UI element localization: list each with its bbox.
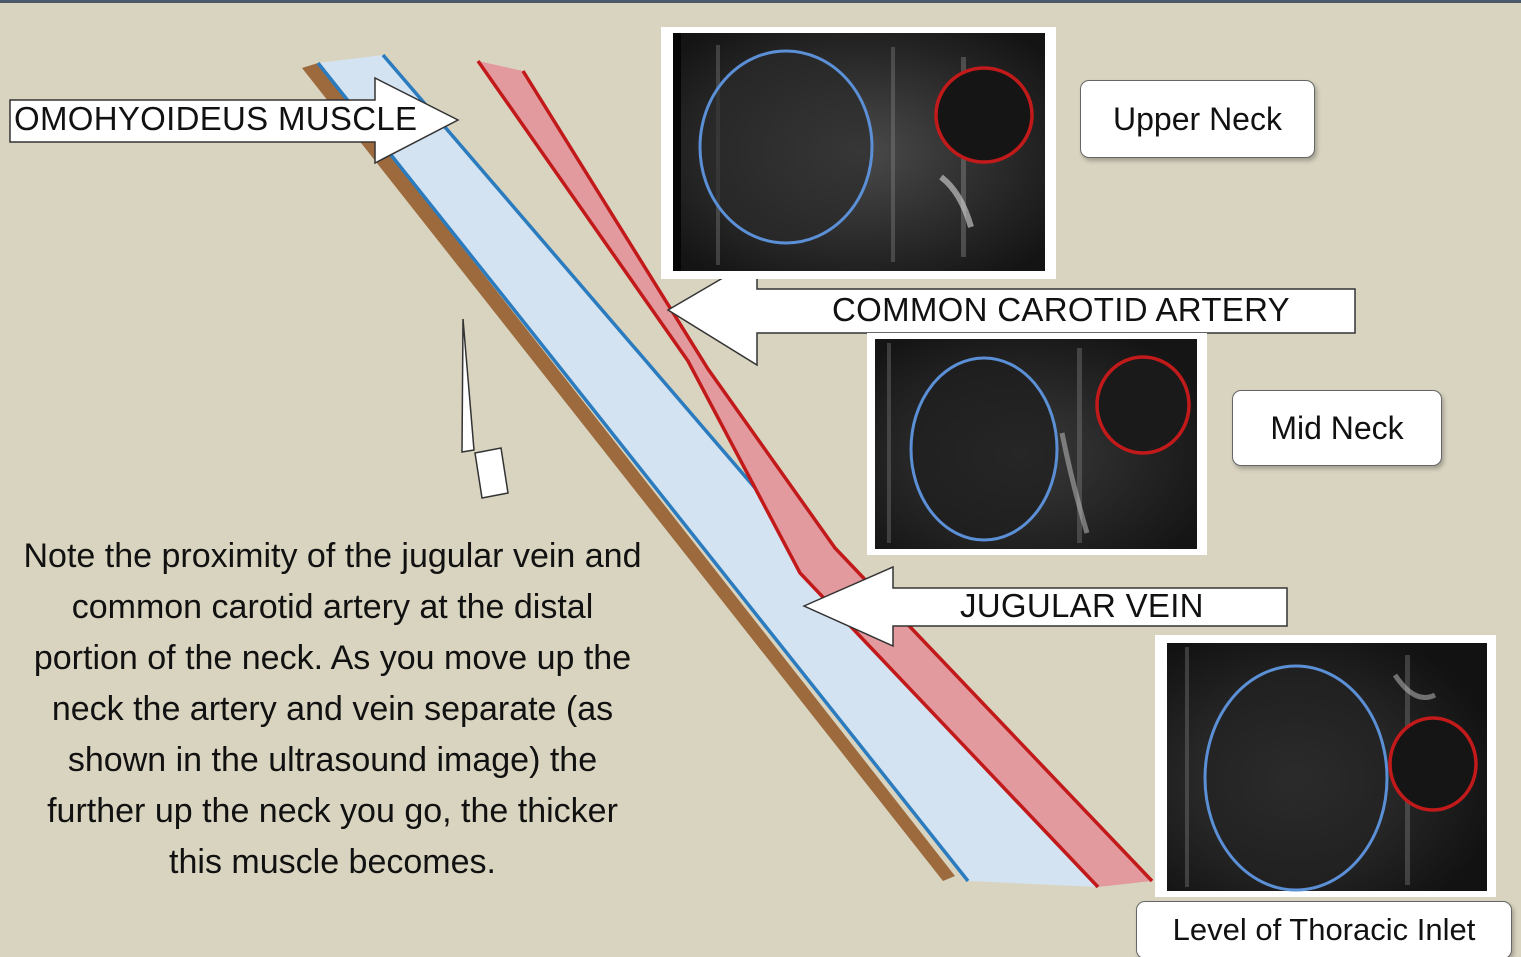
label-thoracic-inlet: Level of Thoracic Inlet [1136,901,1512,957]
needle-icon [462,319,508,498]
carotid-label: COMMON CAROTID ARTERY [832,291,1290,329]
carotid-artery-circle [936,68,1032,162]
explanatory-note: Note the proximity of the jugular vein a… [20,531,645,888]
carotid-artery-circle [1390,718,1476,810]
ultrasound-upper-neck [661,27,1056,279]
omohyoideus-label: OMOHYOIDEUS MUSCLE [14,100,417,138]
carotid-artery-circle [1097,357,1189,453]
ultrasound-thoracic-inlet [1155,635,1496,897]
label-mid-neck: Mid Neck [1232,390,1442,466]
ultrasound-mid-neck [867,333,1207,555]
jugular-label: JUGULAR VEIN [960,587,1204,625]
label-upper-neck: Upper Neck [1080,80,1315,158]
